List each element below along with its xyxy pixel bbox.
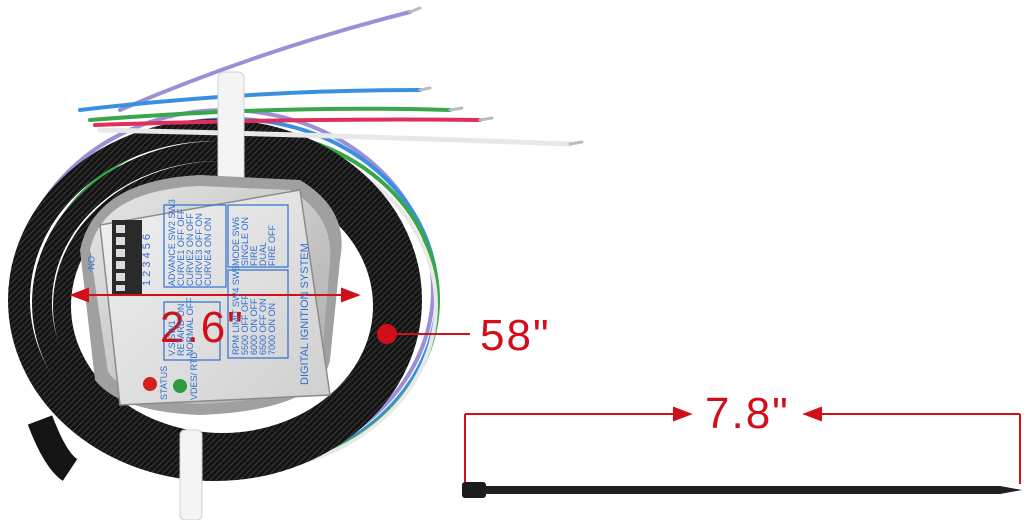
status-led [143,377,157,391]
switch-numbers: 1 2 3 4 5 6 [141,234,153,286]
on-label: -ON- [86,253,96,273]
module-face [99,189,331,406]
status-label: STATUS [159,365,169,400]
mode-table: MODE SW6 SINGLE ON FIRE DUAL FIRE OFF [231,217,277,266]
rpm-table: RPM LIMIT SW4 SW5 5500 OFF OFF 6000 ON O… [231,266,277,355]
cable-length-marker [377,324,397,344]
advance-table: ADVANCE SW2 SW3 CURVE1 OFF OFF CURVE2 ON… [167,199,213,286]
loose-cable-tie [462,482,1022,498]
cable-tie-length-label: 7.8" [705,389,790,438]
brand-text: DIGITAL IGNITION SYSTEM [299,243,311,385]
vs-table-box [163,301,221,361]
vdes-led [173,379,187,393]
vdes-label: VDES/ RTD [189,352,199,400]
mode-row: FIRE OFF [267,225,277,266]
vs-table: V.S SW1 RETARD ON NORMAL OFF [167,297,195,356]
advance-row: CURVE4 ON ON [203,217,213,286]
advance-table-box [163,204,227,288]
rpm-table-box [227,269,289,359]
wire-ends [78,6,584,147]
coil-cable-ties [179,71,245,521]
module-width-label: 2.6" [160,303,245,352]
dimension-lines [69,287,1021,484]
rpm-row: 7000 ON ON [267,302,277,355]
vs-row: NORMAL OFF [185,297,195,356]
cable-length-label: 58" [480,311,551,360]
mode-table-box [227,204,289,268]
